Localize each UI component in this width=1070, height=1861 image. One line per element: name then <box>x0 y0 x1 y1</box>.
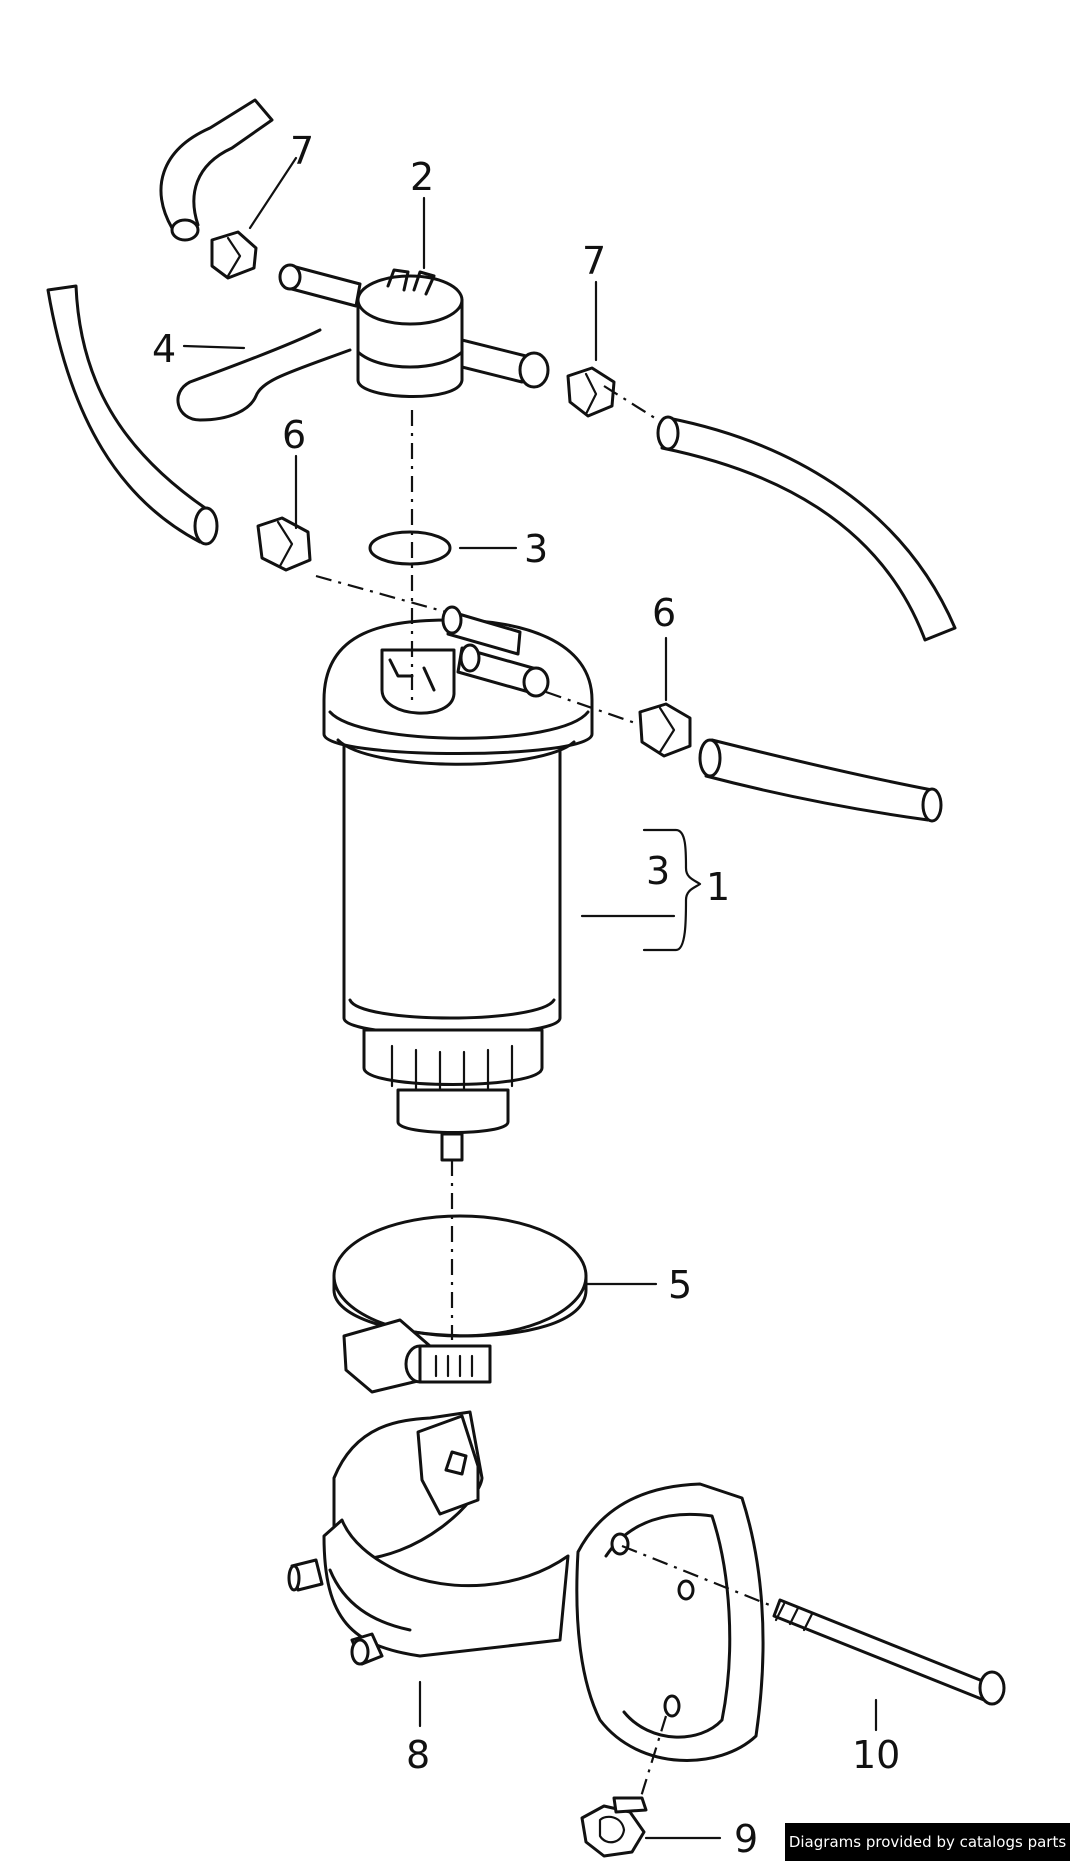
hose-clamp-6-right <box>638 702 692 758</box>
callout-6-left: 6 <box>282 413 306 457</box>
callout-2: 2 <box>410 155 434 199</box>
band-clamp <box>332 1214 588 1394</box>
callout-7-right: 7 <box>582 239 606 283</box>
fuel-hose-right-lower <box>698 738 943 823</box>
callout-7-left: 7 <box>290 129 314 173</box>
assembly-axis-lines <box>315 385 773 1801</box>
leader-lines <box>182 156 878 1840</box>
callout-3-filter: 3 <box>646 849 670 893</box>
callout-5: 5 <box>668 1263 692 1307</box>
fuel-hose-top-left <box>159 98 274 242</box>
credit-banner: Diagrams provided by catalogs parts <box>785 1823 1070 1861</box>
hose-clamp-7-right <box>566 366 616 418</box>
hose-clamp-6-left <box>256 516 312 572</box>
callout-10: 10 <box>852 1733 900 1777</box>
seal-ring <box>368 530 452 566</box>
callout-6-right: 6 <box>652 591 676 635</box>
callout-3-seal: 3 <box>524 527 548 571</box>
control-valve <box>176 263 550 422</box>
fuel-hose-left <box>46 284 219 546</box>
hose-clamp-7-left <box>210 230 258 280</box>
callout-1: 1 <box>706 865 730 909</box>
callout-9: 9 <box>734 1817 758 1861</box>
fuel-filter <box>322 605 594 1162</box>
callout-4: 4 <box>152 327 176 371</box>
callout-8: 8 <box>406 1733 430 1777</box>
bolt <box>772 1598 1006 1706</box>
fuel-hose-right-upper <box>656 415 957 642</box>
nut <box>580 1796 648 1858</box>
mounting-bracket <box>287 1410 765 1762</box>
